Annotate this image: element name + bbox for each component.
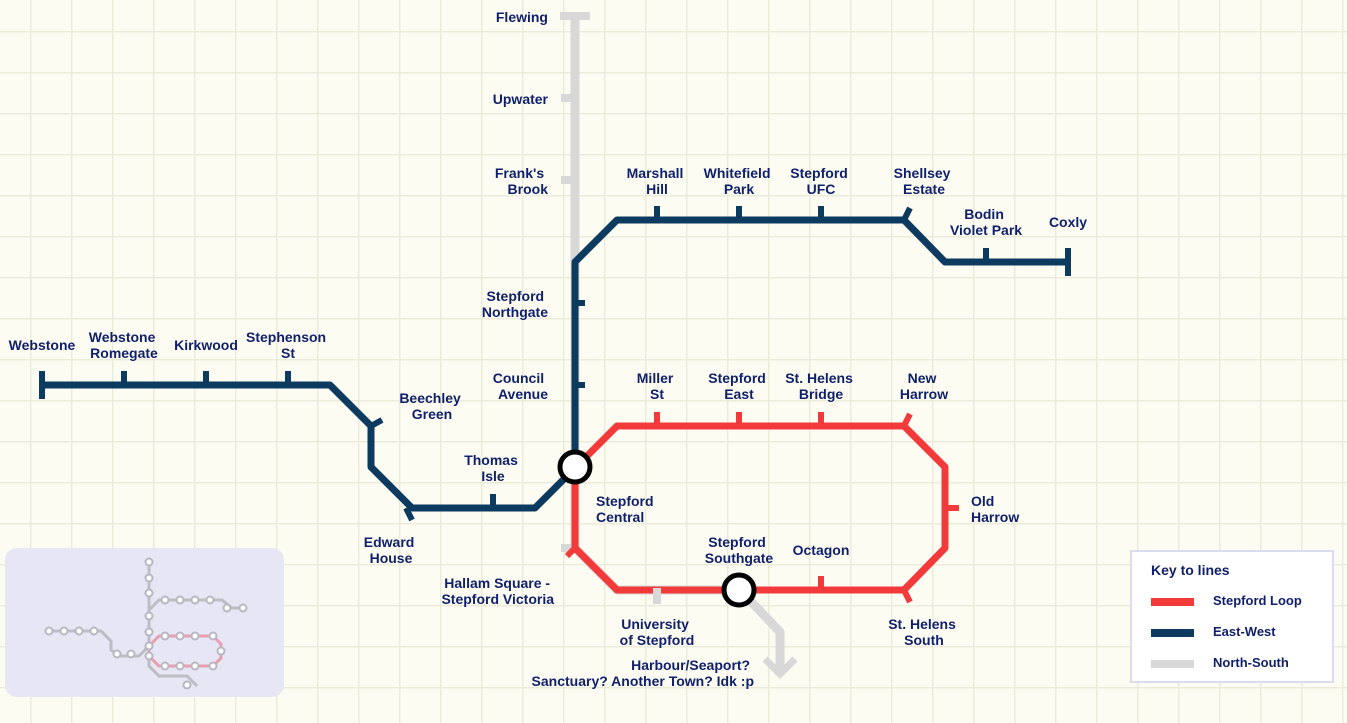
station-university-of-stepford[interactable]: University of Stepford [620,616,695,648]
minimap[interactable] [5,548,284,697]
station-bodin-violet-park[interactable]: Bodin Violet Park [950,206,1022,238]
station-marshall-hill[interactable]: Marshall Hill [627,165,688,197]
station-upwater[interactable]: Upwater [493,91,549,107]
minimap-loop-line [147,634,223,668]
minimap-stations [44,557,248,690]
legend-label-east-west: East-West [1213,624,1276,639]
station-kirkwood[interactable]: Kirkwood [174,337,238,353]
university-marker [653,588,661,604]
minimap-ew-line [49,598,243,658]
interchange-stepford-central[interactable] [557,449,593,485]
station-miller-st[interactable]: Miller St [637,370,677,402]
east-west-ticks [39,206,1071,522]
stepford-loop-ticks [564,412,959,604]
station-franks-brook[interactable]: Frank's Brook [495,165,548,197]
station-council-avenue[interactable]: Council Avenue [493,370,548,402]
legend: Key to lines Stepford Loop East-West Nor… [1130,550,1334,683]
legend-label-stepford-loop: Stepford Loop [1213,593,1302,608]
legend-row-stepford-loop: Stepford Loop [1151,593,1331,611]
station-stephenson-st[interactable]: Stephenson St [246,329,330,361]
station-coxly[interactable]: Coxly [1049,214,1087,230]
station-stepford-southgate[interactable]: Stepford Southgate [705,534,774,566]
legend-row-north-south: North-South [1151,655,1331,673]
legend-label-north-south: North-South [1213,655,1289,670]
legend-swatch-east-west [1151,629,1194,637]
legend-swatch-stepford-loop [1151,598,1194,606]
station-st-helens-bridge[interactable]: St. Helens Bridge [785,370,857,402]
station-new-harrow[interactable]: New Harrow [900,370,948,402]
station-flewing[interactable]: Flewing [496,9,548,25]
legend-row-east-west: East-West [1151,624,1331,642]
station-octagon[interactable]: Octagon [793,542,850,558]
station-stepford-ufc[interactable]: Stepford UFC [790,165,851,197]
east-west-line [42,216,1068,512]
station-stepford-east[interactable]: Stepford East [708,370,769,402]
station-hallam-square[interactable]: Hallam Square - Stepford Victoria [441,575,554,607]
station-stepford-northgate[interactable]: Stepford Northgate [482,288,548,320]
legend-swatch-north-south [1151,660,1194,668]
station-beechley-green[interactable]: Beechley Green [399,390,464,422]
station-old-harrow[interactable]: Old Harrow [971,493,1019,525]
harbour-note: Harbour/Seaport? Sanctuary? Another Town… [532,657,754,689]
interchange-stepford-southgate[interactable] [721,572,757,608]
station-webstone-romegate[interactable]: Webstone Romegate [89,329,160,361]
station-st-helens-south[interactable]: St. Helens South [888,616,960,648]
station-edward-house[interactable]: Edward House [364,534,418,566]
station-webstone[interactable]: Webstone [9,337,76,353]
station-stepford-central[interactable]: Stepford Central [596,493,657,525]
arrow-down-icon [762,656,798,679]
station-thomas-isle[interactable]: Thomas Isle [464,452,522,484]
legend-title: Key to lines [1151,562,1230,578]
station-whitefield-park[interactable]: Whitefield Park [704,165,775,197]
stepford-loop-line [571,422,949,594]
station-shellsey-estate[interactable]: Shellsey Estate [894,165,955,197]
